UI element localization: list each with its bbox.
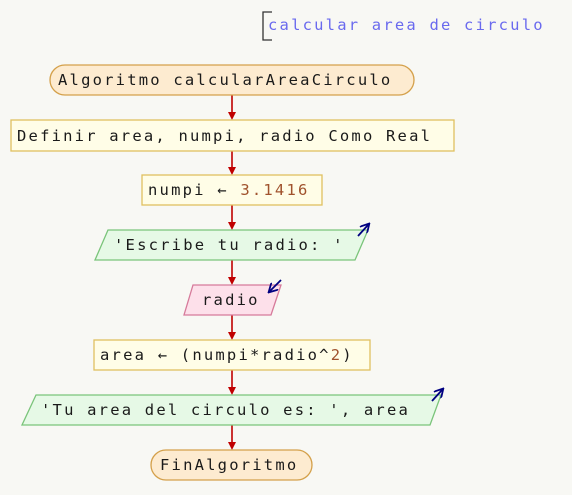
input-radio: radio	[183, 279, 282, 316]
assign-area-label: area ← (numpi*radio^2)	[100, 346, 354, 364]
input-arrow-icon	[270, 279, 282, 291]
comment-bracket	[262, 11, 272, 41]
output-arrow-icon	[431, 390, 442, 402]
comment: calcular area de circulo	[262, 11, 545, 41]
comment-text: calcular area de circulo	[268, 16, 545, 34]
assign-numpi-process: numpi ← 3.1416	[141, 174, 323, 206]
output-result-label: 'Tu area del circulo es: ', area	[41, 401, 410, 419]
assign-area-process: area ← (numpi*radio^2)	[93, 339, 371, 371]
output-arrow-icon	[357, 225, 368, 237]
define-process: Definir area, numpi, radio Como Real	[10, 119, 455, 152]
end-terminal: FinAlgoritmo	[150, 449, 313, 481]
end-label: FinAlgoritmo	[160, 456, 298, 474]
define-label: Definir area, numpi, radio Como Real	[17, 127, 432, 145]
output-result: 'Tu area del circulo es: ', area	[20, 390, 442, 426]
start-label: Algoritmo calcularAreaCirculo	[58, 71, 392, 89]
assign-numpi-label: numpi ← 3.1416	[148, 181, 310, 199]
output-prompt-label: 'Escribe tu radio: '	[114, 236, 345, 254]
start-terminal: Algoritmo calcularAreaCirculo	[49, 64, 415, 96]
input-radio-label: radio	[202, 291, 260, 309]
output-prompt: 'Escribe tu radio: '	[94, 225, 368, 261]
